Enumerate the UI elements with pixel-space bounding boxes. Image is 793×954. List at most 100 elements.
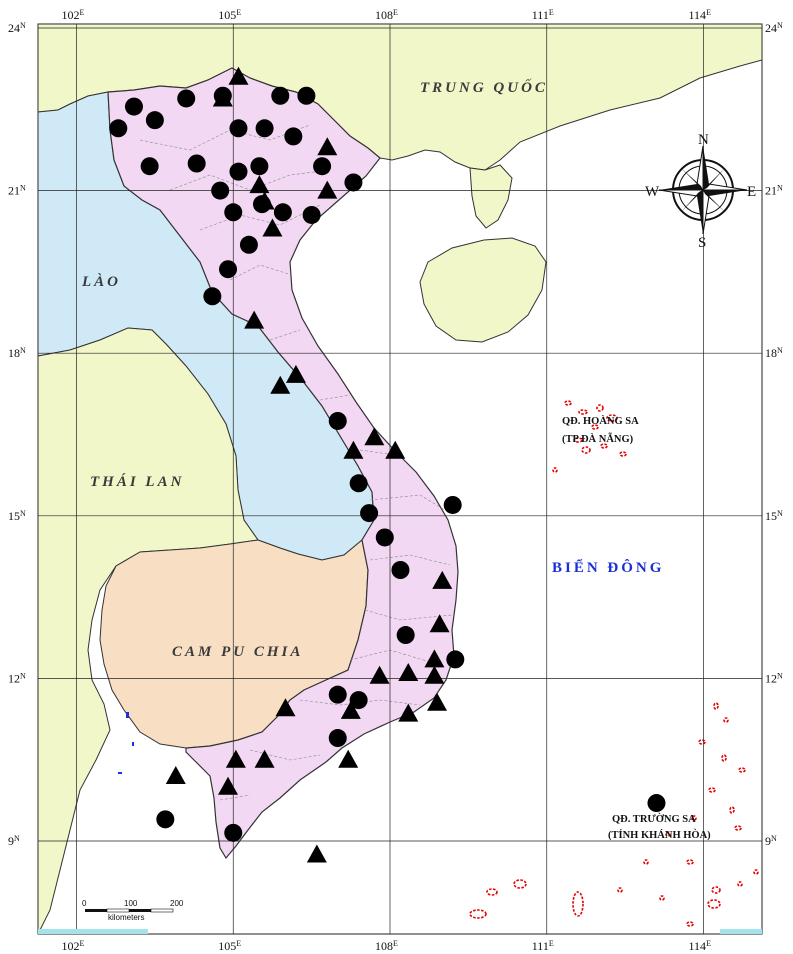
lat-label-right-24: 24N xyxy=(765,21,783,35)
lat-label-right-15: 15N xyxy=(765,509,783,523)
island-shape xyxy=(606,414,618,422)
island-shape xyxy=(581,446,591,454)
gulf-islands xyxy=(118,712,134,774)
station-circle-3 xyxy=(177,89,196,108)
island-shape xyxy=(734,825,742,831)
hainan-island xyxy=(419,237,547,343)
station-circle-8 xyxy=(187,154,206,173)
lon-label-top-105: 105E xyxy=(218,8,241,22)
bottom-left-accent xyxy=(38,929,148,934)
station-triangle-16 xyxy=(424,665,445,684)
vietnam-region xyxy=(107,67,459,860)
island-shape xyxy=(659,895,665,901)
station-circle-20 xyxy=(224,203,243,222)
station-triangle-11 xyxy=(343,440,364,459)
island-shape xyxy=(729,806,735,814)
station-triangle-22 xyxy=(275,698,296,717)
station-triangle-28 xyxy=(306,844,327,863)
lon-label-bottom-111: 111E xyxy=(532,939,554,953)
station-triangle-4 xyxy=(254,191,275,210)
lat-label-right-9: 9N xyxy=(765,834,777,848)
station-circle-27 xyxy=(375,528,394,547)
station-circle-28 xyxy=(391,561,410,579)
station-triangle-17 xyxy=(398,662,419,681)
lon-label-bottom-102: 102E xyxy=(62,939,85,953)
station-circle-21 xyxy=(239,235,258,254)
label-truong-sa-admin: (TỈNH KHÁNH HÒA) xyxy=(608,829,711,841)
compass-w: W xyxy=(645,184,660,200)
station-triangle-23 xyxy=(225,749,246,768)
lon-label-top-108: 108E xyxy=(375,8,398,22)
station-triangle-6 xyxy=(262,218,283,237)
island-shape xyxy=(591,424,599,430)
station-triangle-21 xyxy=(340,700,361,719)
label-laos: LÀO xyxy=(81,273,121,290)
label-truong-sa: QĐ. TRƯỜNG SA xyxy=(612,813,696,825)
island-shape xyxy=(686,859,694,865)
station-triangle-15 xyxy=(424,649,445,668)
compass-rose: N S E W xyxy=(645,132,756,251)
station-triangle-18 xyxy=(369,665,390,684)
island-shape xyxy=(738,767,746,773)
island-shape xyxy=(552,467,558,473)
station-circle-10 xyxy=(229,162,248,181)
station-circle-31 xyxy=(446,650,465,669)
station-triangle-27 xyxy=(165,765,186,784)
lat-label-left-18: 18N xyxy=(8,346,26,360)
station-triangle-9 xyxy=(270,375,291,394)
station-circle-2 xyxy=(145,111,164,130)
station-circle-11 xyxy=(250,157,269,176)
station-circle-33 xyxy=(349,691,368,710)
island-shape xyxy=(573,437,583,443)
island-shape xyxy=(708,787,716,793)
lat-label-left-12: 12N xyxy=(8,671,26,685)
station-triangle-19 xyxy=(398,703,419,722)
scale-bar: 0 100 200 kilometers xyxy=(82,899,184,922)
island-shape xyxy=(469,909,487,919)
compass-star-icon xyxy=(658,145,748,235)
island-shape xyxy=(600,443,608,449)
island-shape xyxy=(643,859,649,865)
compass-s: S xyxy=(698,235,706,251)
scale-tick-100: 100 xyxy=(124,899,138,908)
truong-sa-islands xyxy=(469,702,759,927)
label-hoang-sa-admin: (TP ĐÀ NẴNG) xyxy=(562,432,634,445)
station-circle-15 xyxy=(313,157,332,176)
station-circle-7 xyxy=(140,157,159,176)
station-circle-22 xyxy=(219,260,238,279)
station-circle-23 xyxy=(203,287,222,306)
station-circle-35 xyxy=(156,810,175,829)
lat-label-right-18: 18N xyxy=(765,346,783,360)
station-circle-17 xyxy=(302,205,321,224)
station-triangle-13 xyxy=(432,570,453,589)
coordinate-labels: 102E102E105E105E108E108E111E111E114E114E… xyxy=(8,8,783,953)
island-shape xyxy=(486,888,498,896)
station-triangle-25 xyxy=(338,749,359,768)
island-shape xyxy=(698,739,706,745)
station-triangle-12 xyxy=(385,440,406,459)
lon-label-bottom-108: 108E xyxy=(375,939,398,953)
island-shape xyxy=(596,404,604,412)
scale-tick-0: 0 xyxy=(82,899,87,908)
station-circle-9 xyxy=(211,181,230,200)
station-circle-14 xyxy=(284,127,303,146)
station-triangle-8 xyxy=(285,364,306,383)
station-triangle-3 xyxy=(249,175,270,194)
label-cambodia: CAM PU CHIA xyxy=(172,644,303,660)
island-shape xyxy=(713,702,719,710)
station-triangle-10 xyxy=(364,427,385,446)
station-circle-6 xyxy=(297,86,316,105)
stations-layer xyxy=(109,66,666,863)
island-shape xyxy=(737,881,743,887)
station-triangle-5 xyxy=(317,180,338,199)
island-shape xyxy=(619,451,627,457)
station-circle-13 xyxy=(229,119,248,138)
station-circle-1 xyxy=(109,119,128,138)
island-shape xyxy=(578,409,588,415)
station-triangle-26 xyxy=(218,776,239,795)
station-circle-30 xyxy=(396,626,415,645)
scale-unit: kilometers xyxy=(108,913,144,922)
lon-label-top-111: 111E xyxy=(532,8,554,22)
island-shape xyxy=(723,717,729,723)
